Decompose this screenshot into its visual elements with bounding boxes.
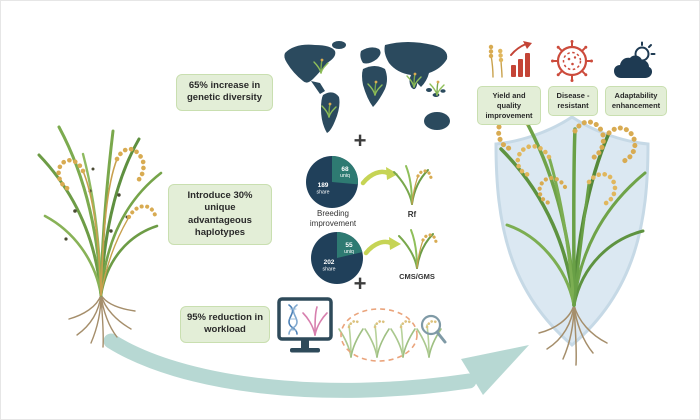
pie-cms-uniq-label: uniq [344, 249, 354, 255]
pathogen-icon [551, 40, 593, 82]
benefit-yield-label: Yield and quality improvement [477, 86, 541, 126]
benefit-adaptability-label: Adaptability enhancement [605, 86, 667, 116]
stat-haplotypes: Introduce 30% unique advantageous haplot… [168, 184, 272, 246]
grain-panicles [56, 146, 157, 296]
map-rice-markers [313, 58, 445, 118]
cms-label: CMS/GMS [399, 272, 435, 281]
dna-helix [288, 304, 298, 335]
cloud [614, 55, 653, 78]
arrow-to-cms [363, 237, 401, 256]
rf-rice-plant [393, 165, 433, 205]
stat-genetic-diversity: 65% increase in genetic diversity [176, 74, 273, 111]
plant-roots [68, 294, 136, 348]
yield-chart-icon [488, 41, 532, 78]
bar-chart [511, 53, 530, 77]
pie-cms-share-value: 202 [324, 259, 335, 266]
rf-label: Rf [407, 210, 417, 219]
selection-dashed-circle [340, 308, 418, 362]
improved-rice-plant-illustration [496, 111, 647, 366]
plus-sign-bottom: + [353, 271, 367, 296]
big-curved-arrow [103, 333, 529, 398]
pie-cms-share-label: share [323, 267, 336, 273]
pathogen-spike-dots [551, 40, 593, 82]
computer-dna-analysis-icon [277, 297, 333, 353]
arrow-to-rf [360, 167, 398, 186]
plant-leaves [499, 121, 647, 307]
pie-chart-rf: 68 uniq 189 share [306, 156, 359, 208]
cms-rice-plant [398, 229, 438, 269]
pie-rf-uniq-label: uniq [340, 173, 350, 179]
breeding-improvement-caption: Breeding improvement [309, 209, 357, 228]
magnifier-icon [420, 314, 447, 344]
pie-chart-cms: 55 uniq 202 share [311, 232, 363, 284]
stat-workload: 95% reduction in workload [180, 306, 270, 343]
plus-sign-top: + [353, 128, 367, 153]
pie-rf-share-label: share [317, 190, 330, 196]
wild-rice-plant-illustration [37, 125, 163, 348]
continents [284, 41, 450, 133]
monitor-base [290, 348, 320, 353]
weather-icon [614, 41, 656, 78]
world-map [284, 41, 450, 133]
pie-rf-share-value: 189 [318, 182, 329, 189]
screen-plant-graphic [302, 306, 328, 336]
pathogen-spikes [553, 42, 591, 80]
pie-cms-uniq-value: 55 [345, 242, 353, 249]
field-screening-illustration [337, 308, 447, 362]
plant-roots [538, 304, 608, 366]
pie-rf-uniq-value: 68 [341, 166, 349, 173]
monitor-stand [301, 339, 309, 348]
benefit-disease-label: Disease -resistant [548, 86, 598, 116]
grain-panicles [496, 111, 638, 208]
